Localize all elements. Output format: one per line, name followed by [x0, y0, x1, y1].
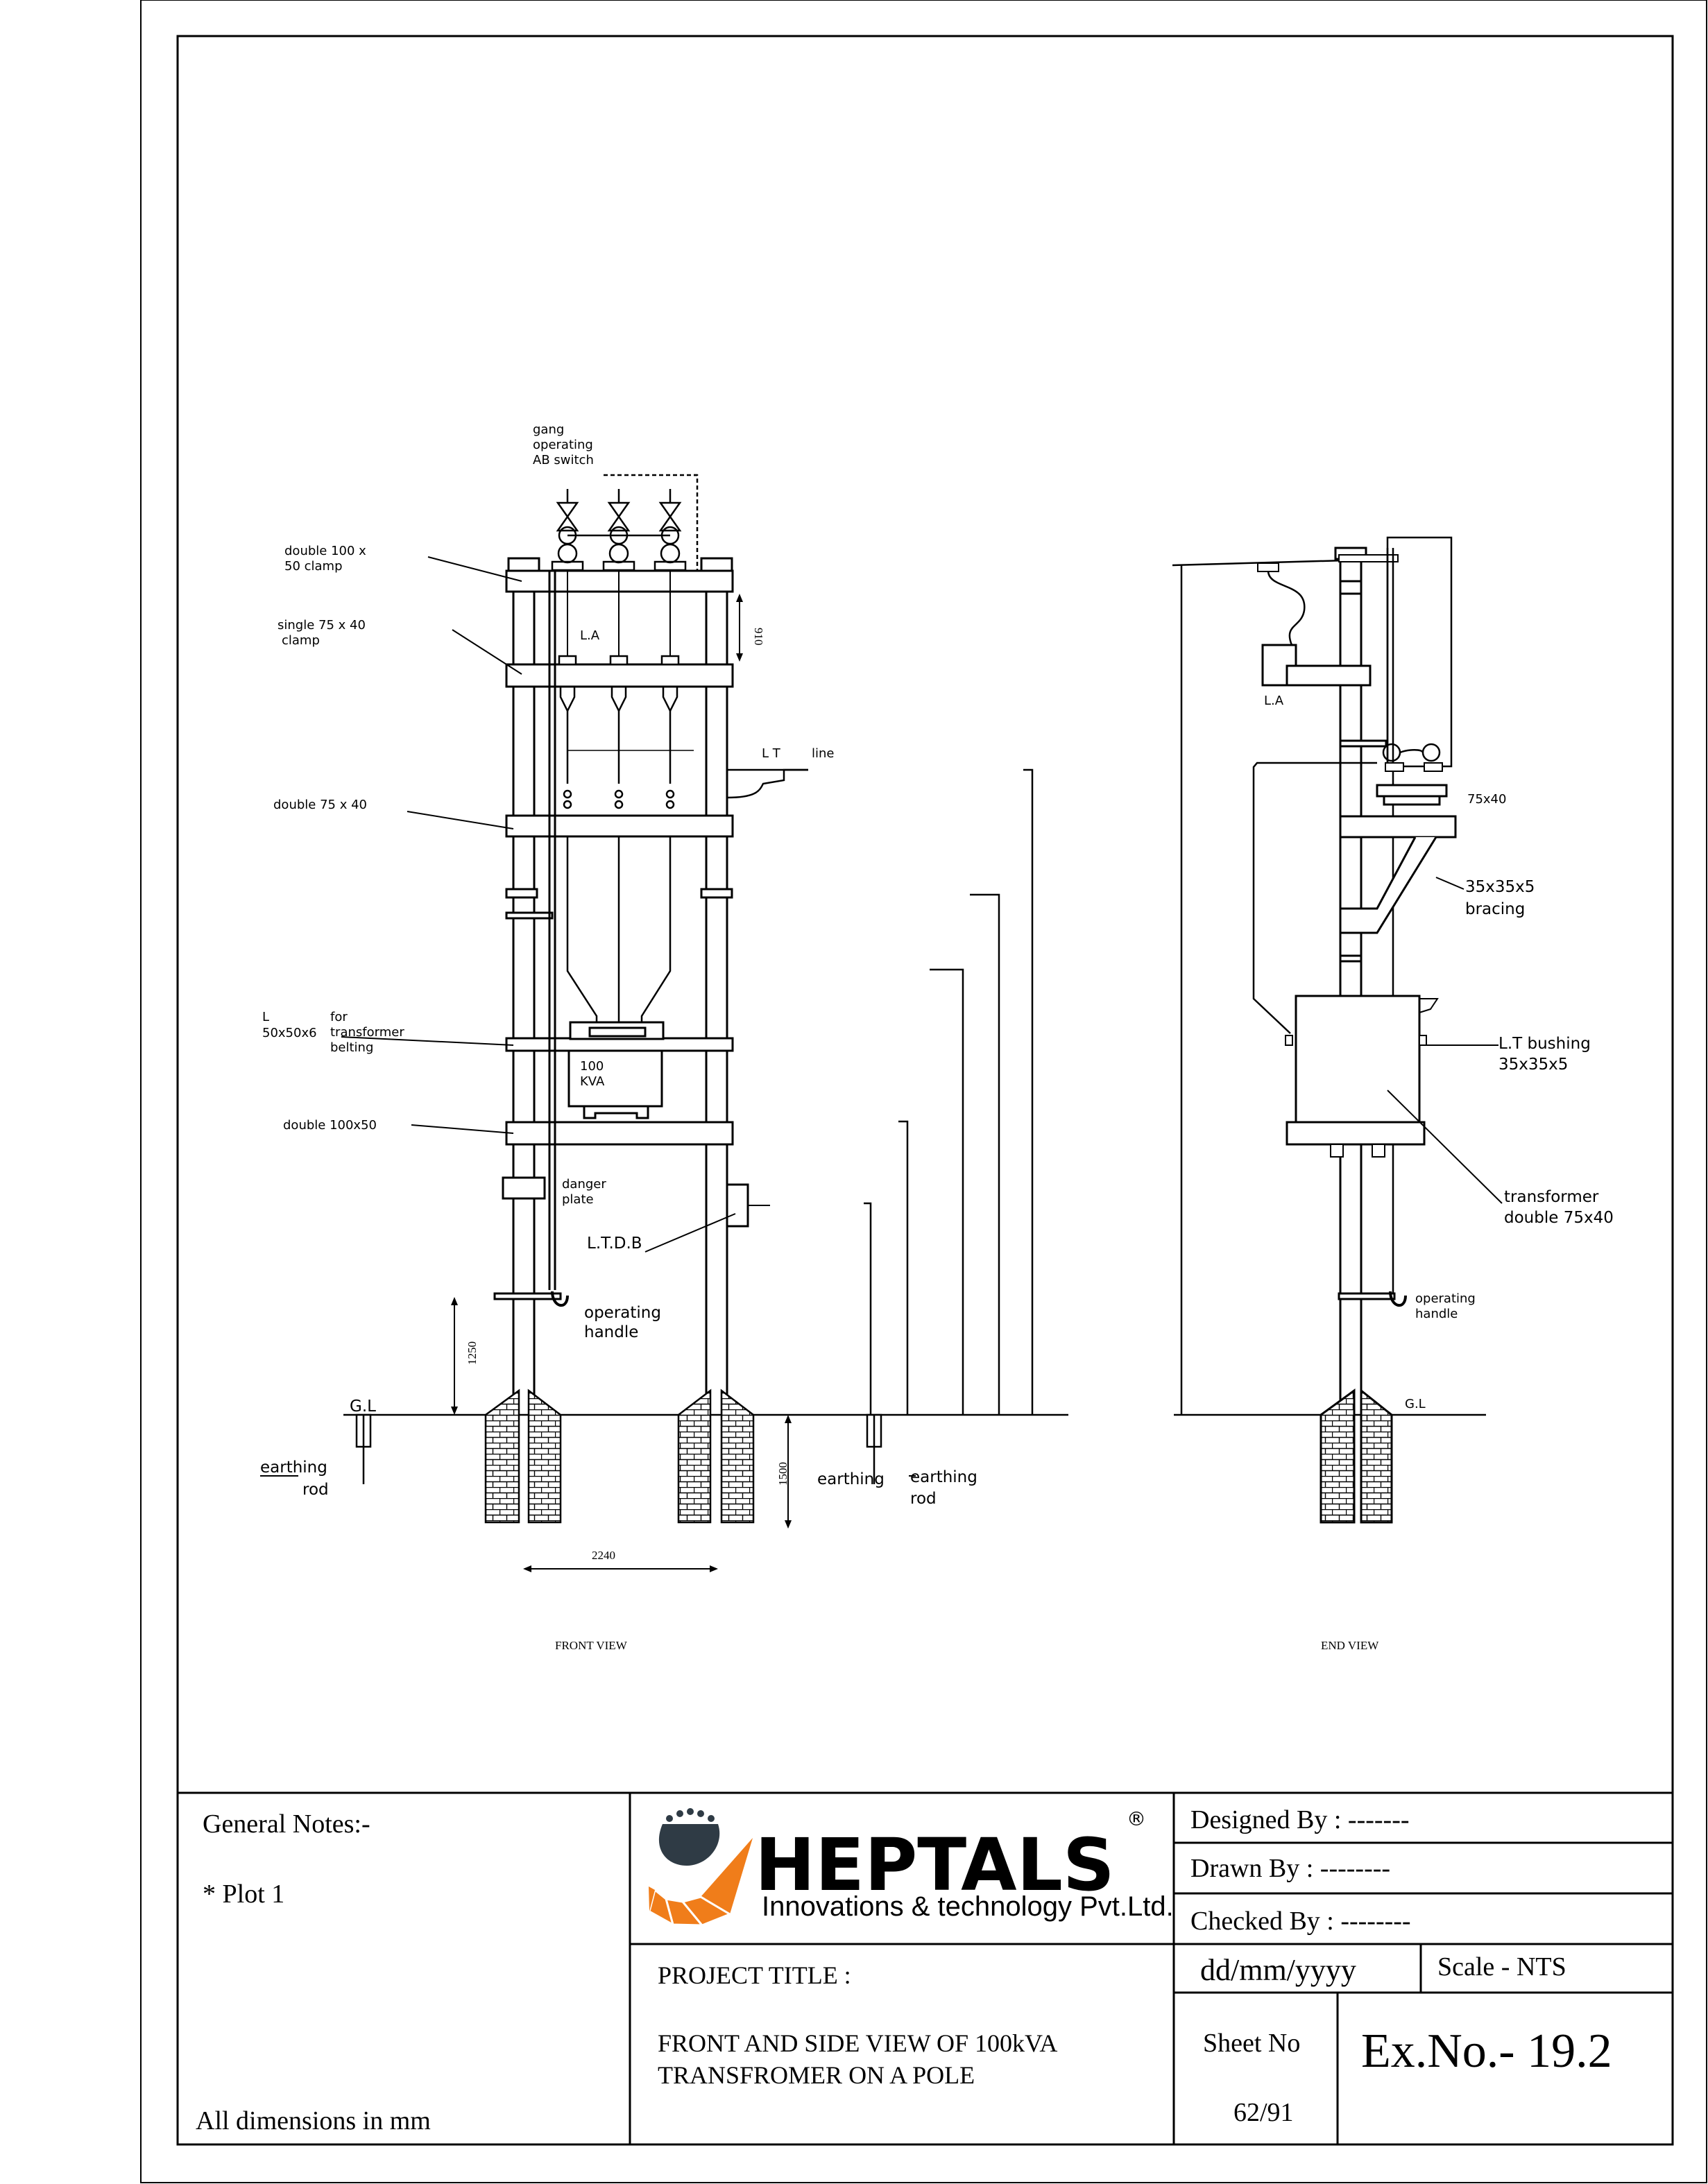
danger-plate	[502, 1176, 546, 1200]
end-view-title: END VIEW	[1321, 1639, 1379, 1652]
label-ltdb: L.T.D.B	[587, 1235, 642, 1253]
title-block	[178, 1791, 1673, 2144]
label-kva-1: 100	[580, 1059, 604, 1074]
label-transformer-2: double 75x40	[1504, 1209, 1614, 1227]
label-bracket-75x40: 75x40	[1467, 792, 1506, 807]
droppers	[567, 570, 671, 657]
label-gl-front: G.L	[350, 1398, 376, 1416]
label-double-100x50: double 100x50	[283, 1118, 377, 1133]
project-title-label: PROJECT TITLE :	[658, 1961, 851, 1989]
label-danger-plate-1: danger	[562, 1177, 606, 1192]
label-la-end: L.A	[1264, 694, 1284, 708]
label-earthing-rod-right-1: earthing	[817, 1470, 885, 1488]
label-gl-end: G.L	[1405, 1397, 1426, 1411]
label-earthing-rod-left-1: earthing	[260, 1459, 327, 1477]
label-operating-handle-end-2: handle	[1415, 1307, 1458, 1321]
company-sub: Innovations & technology Pvt.Ltd.	[762, 1891, 1174, 1922]
label-danger-plate-2: plate	[562, 1192, 594, 1207]
scale: Scale - NTS	[1437, 1952, 1566, 1981]
dim-910: 910	[752, 628, 765, 646]
label-double-75-40: double 75 x 40	[273, 798, 367, 812]
label-single-75-40-2: clamp	[282, 633, 320, 648]
foundations-front	[484, 1388, 755, 1524]
operating-rod	[493, 570, 569, 1307]
label-lt-bushing-1: L.T bushing	[1498, 1035, 1591, 1053]
project-title-line2: TRANSFROMER ON A POLE	[658, 2061, 975, 2089]
label-angle-l-1: L	[262, 1010, 269, 1024]
label-double-100-50-1: double 100 x	[284, 544, 366, 558]
label-lt-bushing-2: 35x35x5	[1498, 1056, 1568, 1074]
ab-switch	[551, 474, 699, 571]
general-notes: General Notes:-	[203, 1809, 370, 1839]
label-gang-switch-3: AB switch	[533, 453, 594, 467]
ex-no: Ex.No.- 19.2	[1361, 2024, 1612, 2078]
lightning-arresters	[558, 655, 694, 809]
sheet-no: 62/91	[1233, 2098, 1294, 2127]
front-view	[260, 474, 1068, 1572]
front-view-title: FRONT VIEW	[555, 1639, 628, 1652]
lt-line	[726, 768, 808, 799]
sheet-no-label: Sheet No	[1203, 2029, 1300, 2058]
front-view-labels: gang operating AB switch double 100 x 50…	[262, 422, 937, 1508]
ht-leads	[566, 836, 672, 1028]
label-bracing-1: 35x35x5	[1465, 878, 1535, 896]
label-belting-3: belting	[330, 1040, 373, 1055]
heptals-logo: HEPTALS Innovations & technology Pvt.Ltd…	[648, 1807, 1174, 1927]
company-name: HEPTALS	[755, 1823, 1115, 1907]
end-view	[1172, 536, 1503, 1524]
label-earthing-rod-right-2: rod	[910, 1490, 937, 1508]
leader-lines-front	[260, 556, 916, 1477]
project-title-line1: FRONT AND SIDE VIEW OF 100kVA	[658, 2029, 1057, 2057]
label-operating-handle-1: operating	[584, 1304, 661, 1322]
label-la-front: L.A	[580, 628, 600, 643]
dim-2240: 2240	[592, 1549, 615, 1562]
label-gang-switch-1: gang	[533, 422, 564, 437]
single-75x40-clamp-arm	[505, 663, 734, 688]
belting-arm	[505, 1037, 734, 1052]
drawn-by: Drawn By : --------	[1190, 1854, 1390, 1883]
ltdb-box	[726, 1183, 749, 1228]
double-75x40-arm	[505, 814, 734, 838]
label-line: line	[812, 746, 834, 761]
label-operating-handle-2: handle	[584, 1323, 638, 1341]
designed-by: Designed By : -------	[1190, 1805, 1410, 1834]
sheet-border	[140, 0, 1707, 2183]
earthing-rods-front	[355, 1413, 882, 1484]
all-dimensions: All dimensions in mm	[196, 2106, 431, 2135]
height-markers	[864, 768, 1034, 1415]
end-view-labels: L.A 75x40 35x35x5 bracing L.T bushing 35…	[1264, 694, 1614, 1652]
label-single-75-40-1: single 75 x 40	[277, 618, 366, 633]
label-kva-2: KVA	[580, 1074, 605, 1089]
label-earthing-rod-left-2: rod	[302, 1481, 329, 1499]
title-block-text: General Notes:- * Plot 1 All dimensions …	[196, 1805, 1612, 2135]
date: dd/mm/yyyy	[1200, 1953, 1356, 1987]
transformer-front	[567, 1021, 665, 1119]
label-transformer-1: transformer	[1504, 1188, 1599, 1206]
dim-1500: 1500	[776, 1462, 789, 1486]
double-100x50-arm	[505, 1121, 734, 1146]
label-lt: L T	[762, 746, 781, 761]
label-angle-l-2: 50x50x6	[262, 1026, 317, 1040]
dim-1250: 1250	[466, 1341, 479, 1365]
note-plot-1: * Plot 1	[203, 1880, 284, 1909]
dimensions-front	[451, 594, 792, 1572]
front-view-labels-large: L.T.D.B operating handle G.L earthing ro…	[260, 1235, 977, 1499]
label-operating-handle-end-1: operating	[1415, 1291, 1476, 1306]
label-belting-2: transformer	[330, 1025, 404, 1040]
checked-by: Checked By : --------	[1190, 1907, 1411, 1936]
label-belting-1: for	[330, 1010, 348, 1024]
logo-fan-icon	[648, 1808, 753, 1927]
front-dimension-text: 910 1250 1500 2240 FRONT VIEW	[466, 628, 789, 1652]
label-double-100-50-2: 50 clamp	[284, 559, 343, 574]
label-earthing-rod-right-1b: earthing	[910, 1468, 977, 1486]
registered-mark: ®	[1127, 1807, 1146, 1830]
label-gang-switch-2: operating	[533, 438, 593, 452]
label-bracing-2: bracing	[1465, 900, 1525, 918]
